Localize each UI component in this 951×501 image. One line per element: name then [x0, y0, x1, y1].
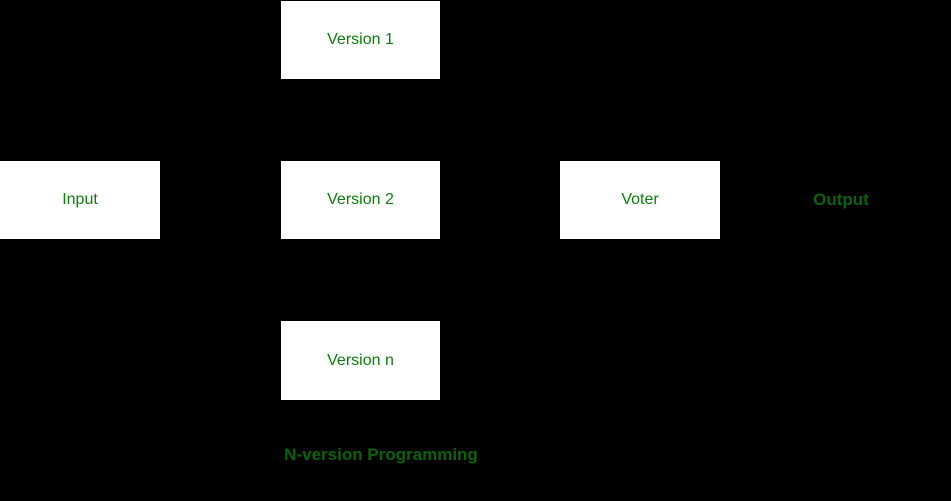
diagram-node-label: Version 1 [327, 31, 394, 48]
diagram-output-text: Output [813, 190, 869, 209]
diagram-node-label: Version n [327, 351, 394, 369]
diagram-node-label: Voter [621, 191, 659, 208]
diagram-node-version-2: Version 2 [281, 161, 440, 239]
diagram-node-label: Version 2 [327, 191, 394, 208]
diagram-caption: N-version Programming [284, 445, 478, 464]
diagram-node-version-n: Version n [281, 321, 440, 400]
diagram-node-label: Input [62, 191, 98, 208]
diagram-node-voter: Voter [560, 161, 720, 239]
diagram-node-version-1: Version 1 [281, 1, 440, 79]
diagram-node-input: Input [0, 161, 160, 239]
